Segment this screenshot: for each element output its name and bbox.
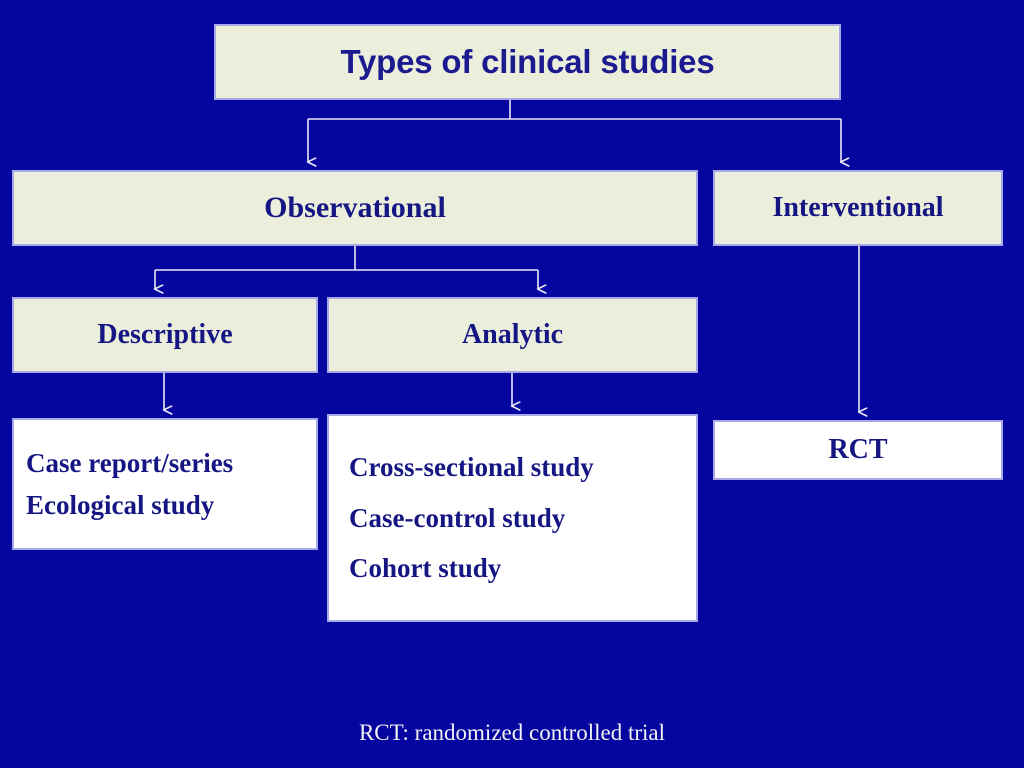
list-item: Case report/series (26, 447, 234, 478)
connector-observational-to-children (155, 246, 538, 289)
node-descriptive-label: Descriptive (97, 319, 233, 351)
node-analytic-items: Cross-sectional study Case-control study… (327, 414, 698, 622)
page-title: Types of clinical studies (340, 42, 715, 80)
node-analytic: Analytic (327, 297, 698, 373)
list-item: Cross-sectional study (349, 452, 594, 483)
node-rct: RCT (713, 420, 1003, 480)
node-rct-label: RCT (828, 434, 888, 466)
footnote-legend: RCT: randomized controlled trial (0, 720, 1024, 746)
list-item: Case-control study (349, 502, 566, 533)
node-observational-label: Observational (264, 191, 446, 225)
node-descriptive: Descriptive (12, 297, 318, 373)
footnote-text: RCT: randomized controlled trial (358, 720, 666, 745)
node-observational: Observational (12, 170, 698, 246)
connector-title-to-children (308, 100, 841, 162)
node-interventional-label: Interventional (772, 192, 944, 224)
title-box: Types of clinical studies (214, 24, 841, 100)
node-interventional: Interventional (713, 170, 1003, 246)
node-descriptive-items: Case report/series Ecological study (12, 418, 318, 550)
list-item: Cohort study (349, 553, 502, 584)
node-analytic-label: Analytic (461, 319, 564, 351)
list-item: Ecological study (26, 490, 215, 520)
